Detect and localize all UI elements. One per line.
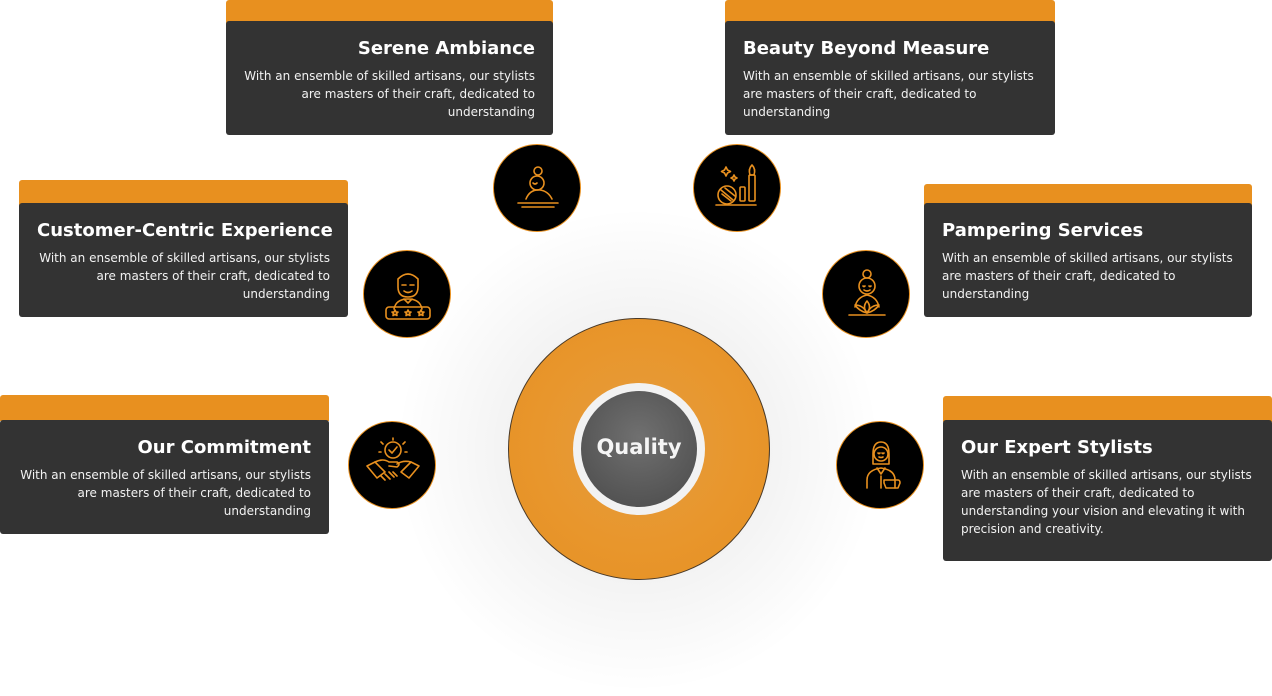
card-title: Customer-Centric Experience: [37, 220, 333, 241]
card-body: Our Commitment With an ensemble of skill…: [0, 420, 329, 534]
card-title: Pampering Services: [942, 220, 1144, 241]
quality-label: Quality: [596, 435, 682, 459]
spa-massage-icon: [493, 144, 581, 232]
card-our-commitment: Our Commitment With an ensemble of skill…: [0, 395, 329, 534]
handshake-icon: [348, 421, 436, 509]
card-our-expert-stylists: Our Expert Stylists With an ensemble of …: [943, 396, 1272, 561]
card-body: Serene Ambiance With an ensemble of skil…: [226, 21, 553, 135]
card-tab: [19, 180, 348, 206]
stylist-icon: [836, 421, 924, 509]
card-customer-centric-experience: Customer-Centric Experience With an ense…: [19, 180, 348, 317]
card-text: With an ensemble of skilled artisans, ou…: [743, 69, 1034, 119]
card-text: With an ensemble of skilled artisans, ou…: [942, 251, 1233, 301]
card-serene-ambiance: Serene Ambiance With an ensemble of skil…: [226, 0, 553, 135]
quality-hub-core: Quality: [581, 391, 697, 507]
card-text: With an ensemble of skilled artisans, ou…: [20, 468, 311, 518]
card-text: With an ensemble of skilled artisans, ou…: [39, 251, 330, 301]
card-body: Customer-Centric Experience With an ense…: [19, 203, 348, 317]
card-title: Our Commitment: [137, 437, 311, 458]
card-title: Beauty Beyond Measure: [743, 38, 990, 59]
cosmetics-icon: [693, 144, 781, 232]
card-body: Pampering Services With an ensemble of s…: [924, 203, 1252, 317]
card-beauty-beyond-measure: Beauty Beyond Measure With an ensemble o…: [725, 0, 1055, 135]
card-body: Beauty Beyond Measure With an ensemble o…: [725, 21, 1055, 135]
card-text: With an ensemble of skilled artisans, ou…: [244, 69, 535, 119]
card-title: Our Expert Stylists: [961, 437, 1153, 458]
card-pampering-services: Pampering Services With an ensemble of s…: [924, 184, 1252, 317]
card-title: Serene Ambiance: [357, 38, 535, 59]
card-text: With an ensemble of skilled artisans, ou…: [961, 468, 1252, 536]
customer-rating-icon: [363, 250, 451, 338]
card-body: Our Expert Stylists With an ensemble of …: [943, 420, 1272, 561]
relaxing-woman-icon: [822, 250, 910, 338]
card-tab: [0, 395, 329, 421]
card-tab: [943, 396, 1272, 422]
